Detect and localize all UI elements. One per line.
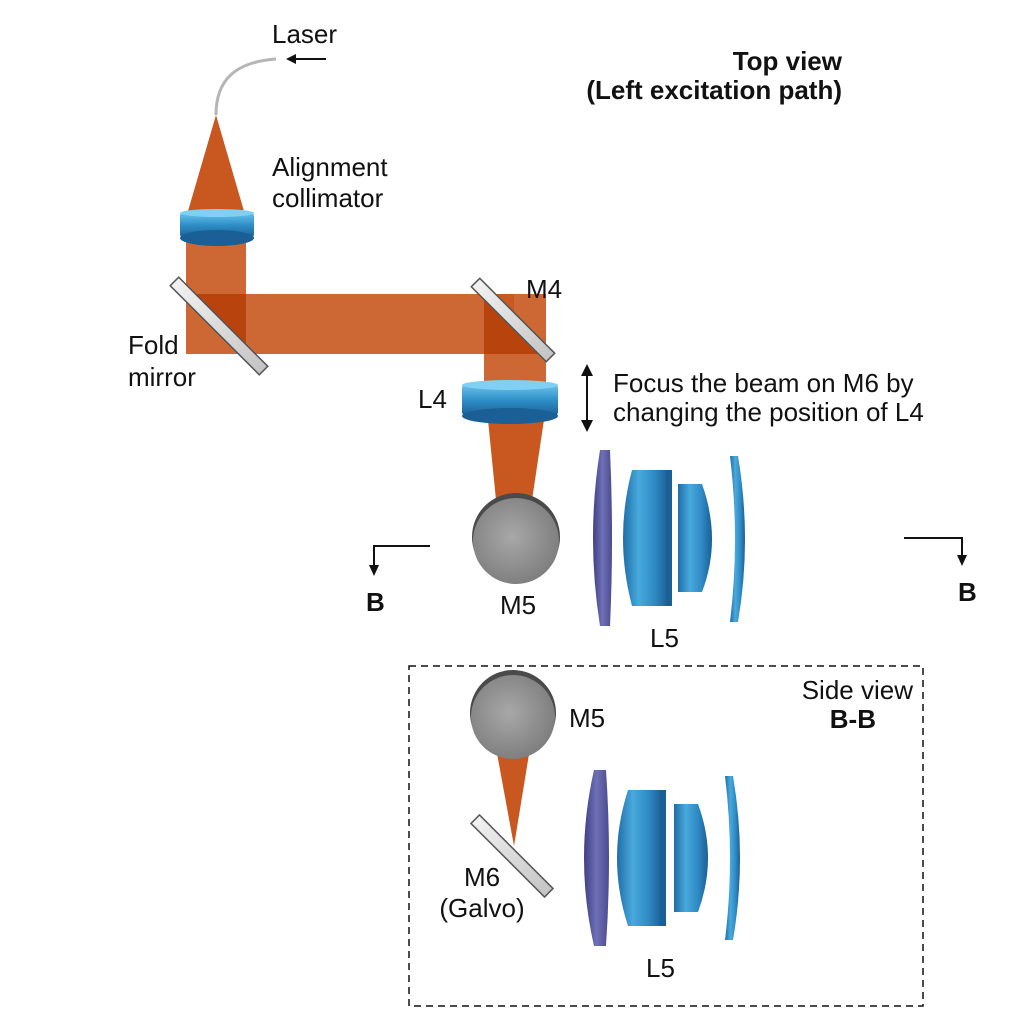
alignment-collimator-label-2: collimator <box>272 183 384 213</box>
m6-label-1: M6 <box>464 862 500 892</box>
l5-label-side: L5 <box>646 953 675 983</box>
side-view-box <box>408 665 924 1007</box>
l5-lens-group-side <box>584 770 740 946</box>
fold-mirror <box>169 276 269 376</box>
title-line-1: Top view <box>733 46 843 76</box>
section-arrow-left-icon <box>369 545 430 576</box>
m5-mirror-top <box>472 493 560 584</box>
section-label-left: B <box>366 587 385 617</box>
section-arrow-right-icon <box>904 537 967 566</box>
side-view-label-1: Side view <box>802 675 913 705</box>
m4-label: M4 <box>526 274 562 304</box>
l5-label-top: L5 <box>650 623 679 653</box>
fold-mirror-label-1: Fold <box>128 330 179 360</box>
section-label-right: B <box>958 577 977 607</box>
alignment-collimator-lens <box>180 209 254 246</box>
beam-collimated <box>186 240 246 294</box>
m5-mirror-side <box>470 670 556 759</box>
m6-galvo-mirror <box>469 813 555 899</box>
m5-label-side: M5 <box>569 703 605 733</box>
side-view-label-2: B-B <box>830 704 876 734</box>
focus-note-2: changing the position of L4 <box>613 397 924 427</box>
laser-arrow-icon <box>286 54 326 64</box>
beam-side <box>496 748 530 846</box>
m5-label-top: M5 <box>500 590 536 620</box>
l4-lens <box>462 380 558 424</box>
alignment-collimator-label-1: Alignment <box>272 152 388 182</box>
m4-mirror <box>470 277 556 363</box>
focus-double-arrow-icon <box>581 364 593 432</box>
laser-label: Laser <box>272 19 337 49</box>
beam-cone <box>186 115 246 218</box>
fold-mirror-label-2: mirror <box>128 362 196 392</box>
focus-note-1: Focus the beam on M6 by <box>613 368 914 398</box>
laser-fiber <box>214 57 277 116</box>
title-line-2: (Left excitation path) <box>586 75 842 105</box>
l4-label: L4 <box>418 384 447 414</box>
m6-label-2: (Galvo) <box>439 893 524 923</box>
l5-lens-group-top <box>593 450 745 626</box>
beam-converge <box>488 420 544 500</box>
